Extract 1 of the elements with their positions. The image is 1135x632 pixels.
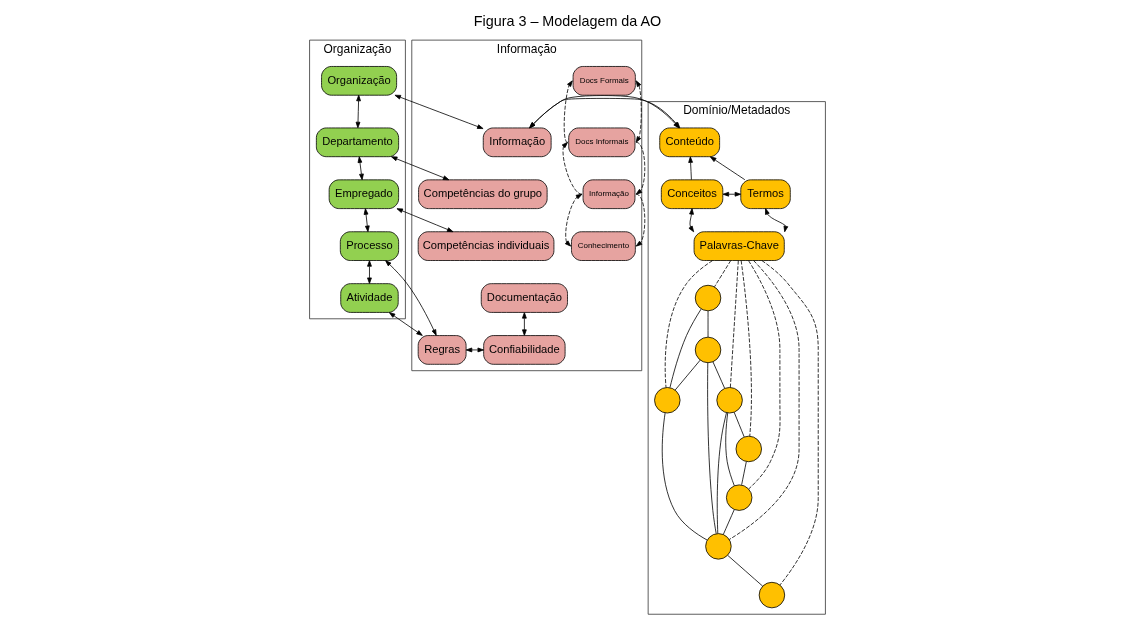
diagram-title: Figura 3 – Modelagem da AO [473,13,662,30]
